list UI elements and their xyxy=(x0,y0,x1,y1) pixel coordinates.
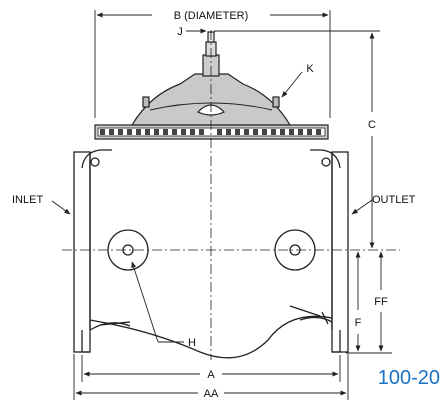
body-top-lugs xyxy=(81,149,341,169)
left-foot xyxy=(81,322,131,353)
label-f: F xyxy=(355,317,362,329)
right-lug-hole xyxy=(321,157,331,167)
body-outline xyxy=(89,152,333,330)
label-ff: FF xyxy=(374,296,388,308)
label-j: J xyxy=(177,26,183,38)
inlet-flange xyxy=(73,151,91,353)
label-aa: AA xyxy=(204,388,219,400)
valve-cover xyxy=(94,31,329,140)
right-foot xyxy=(299,316,341,353)
cover-dome xyxy=(130,73,292,126)
label-b-diameter: B (DIAMETER) xyxy=(174,10,249,22)
label-c: C xyxy=(368,119,376,131)
body-bottom-curve xyxy=(89,315,333,359)
cover-bolts xyxy=(100,129,321,135)
model-number: 100-20 xyxy=(378,367,440,389)
label-a: A xyxy=(207,369,215,381)
label-h: H xyxy=(188,337,196,349)
label-k: K xyxy=(306,63,314,75)
left-lug-hole xyxy=(90,157,100,167)
label-outlet: OUTLET xyxy=(372,194,416,206)
valve-body xyxy=(73,149,349,359)
centerlines xyxy=(62,30,400,360)
outlet-flange xyxy=(331,151,349,353)
dimension-lines xyxy=(51,10,392,400)
label-inlet: INLET xyxy=(12,194,43,206)
